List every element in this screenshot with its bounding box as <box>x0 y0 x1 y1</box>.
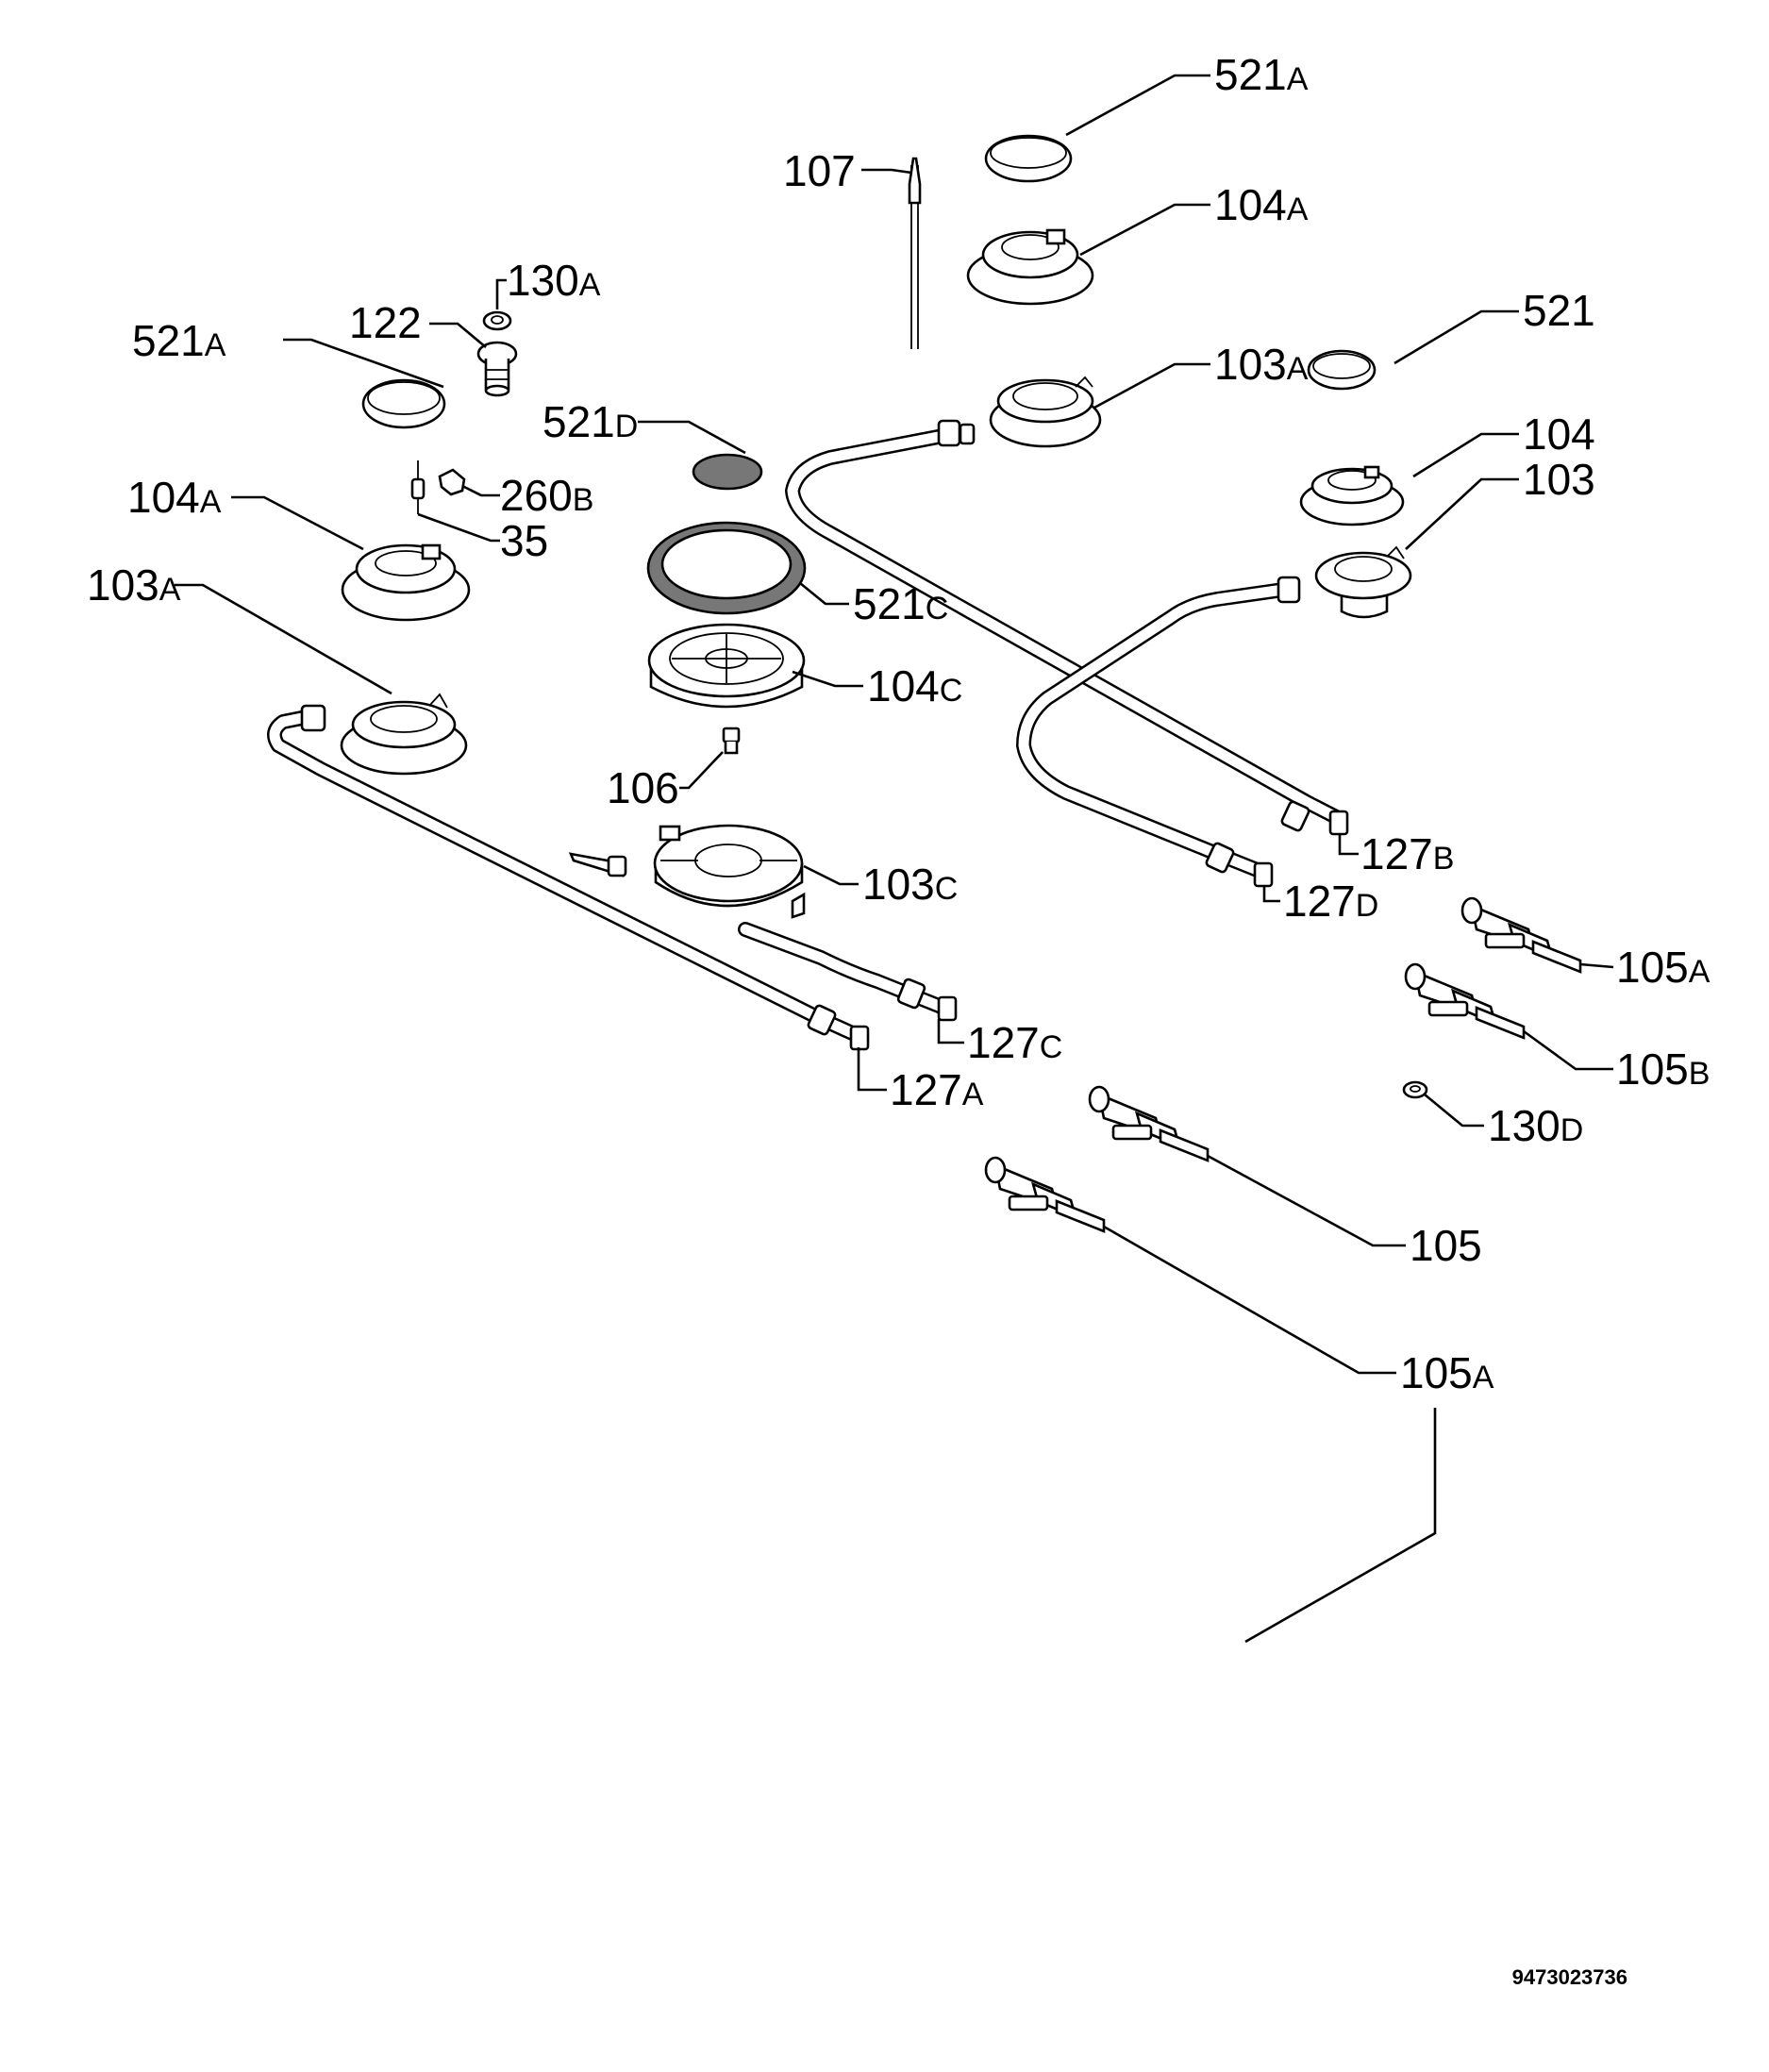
burner-cap-521 <box>1307 349 1377 391</box>
burner-base-103a-left <box>340 693 468 776</box>
clip-260b <box>438 468 466 496</box>
burner-cap-521a-top <box>984 134 1073 183</box>
callout-104c: 104C <box>867 661 962 710</box>
callout-127a: 127A <box>890 1065 984 1114</box>
burner-crown-104c <box>647 623 806 709</box>
fitting-103a-left <box>300 704 326 732</box>
burner-base-103c <box>568 824 806 919</box>
callout-127c: 127C <box>967 1018 1062 1067</box>
gas-tap-105 <box>1088 1085 1210 1162</box>
callout-105a-bottom: 105A <box>1400 1348 1494 1397</box>
callout-103a-top: 103A <box>1214 340 1309 389</box>
fitting-103 <box>1277 576 1301 604</box>
callout-127d: 127D <box>1283 877 1378 926</box>
callout-104a-left: 104A <box>127 473 222 522</box>
callout-521d: 521D <box>542 397 638 446</box>
gas-tap-105b <box>1404 962 1526 1040</box>
callout-521a-top: 521A <box>1214 50 1309 99</box>
callout-107: 107 <box>783 146 856 195</box>
burner-base-103a-top <box>989 376 1102 448</box>
fitting-103a-top-nut <box>959 423 976 445</box>
callout-104a-top: 104A <box>1214 180 1309 229</box>
callout-521a-left: 521A <box>132 316 226 365</box>
leader-lines <box>175 74 1614 1644</box>
callout-260b: 260B <box>500 471 593 520</box>
fitting-127d <box>1205 842 1235 874</box>
fitting-127a-end <box>849 1025 870 1051</box>
callout-105b: 105B <box>1616 1044 1710 1094</box>
flame-spreader-521d <box>692 453 763 491</box>
callout-labels: 521A 107 104A 130A 122 521A 521 103A 521… <box>87 50 1711 1397</box>
fitting-127b-end <box>1328 810 1349 836</box>
thermocouple-107 <box>908 157 922 349</box>
callout-521: 521 <box>1523 286 1595 335</box>
callout-104: 104 <box>1523 409 1595 459</box>
washer-130a <box>482 310 512 331</box>
burner-crown-104a-top <box>966 228 1094 306</box>
fitting-103a-top <box>937 419 961 447</box>
fitting-127b <box>1280 800 1310 832</box>
callout-521c: 521C <box>853 579 948 628</box>
fitting-127d-end <box>1253 861 1274 888</box>
callout-105a-right: 105A <box>1616 943 1711 992</box>
injector-106 <box>722 727 741 755</box>
callout-103c: 103C <box>862 860 958 909</box>
fitting-127c-end <box>937 995 958 1022</box>
spark-plug-122 <box>476 341 518 397</box>
gasket-ring-521c <box>646 521 807 615</box>
callout-105: 105 <box>1410 1221 1482 1270</box>
burner-cap-521a-left <box>361 378 446 429</box>
callout-127b: 127B <box>1360 829 1454 878</box>
burner-crown-104 <box>1299 465 1405 526</box>
washer-130d <box>1402 1080 1428 1099</box>
gas-pipes <box>267 426 1347 1044</box>
gas-tap-105a-right <box>1460 896 1582 974</box>
document-code: 9473023736 <box>1512 1965 1627 1989</box>
electrode-35 <box>410 460 426 514</box>
gas-tap-105a-bottom <box>984 1156 1106 1233</box>
callout-35: 35 <box>500 516 548 565</box>
callout-103a-left: 103A <box>87 560 181 610</box>
callout-106: 106 <box>607 763 679 812</box>
callout-130d: 130D <box>1488 1101 1583 1150</box>
burner-crown-104a-left <box>341 543 471 622</box>
callout-130a: 130A <box>507 256 601 305</box>
callout-103: 103 <box>1523 455 1595 504</box>
callout-122: 122 <box>349 298 422 347</box>
burner-base-103 <box>1314 545 1412 619</box>
fitting-127c <box>896 978 926 1010</box>
fitting-127a <box>807 1004 837 1036</box>
